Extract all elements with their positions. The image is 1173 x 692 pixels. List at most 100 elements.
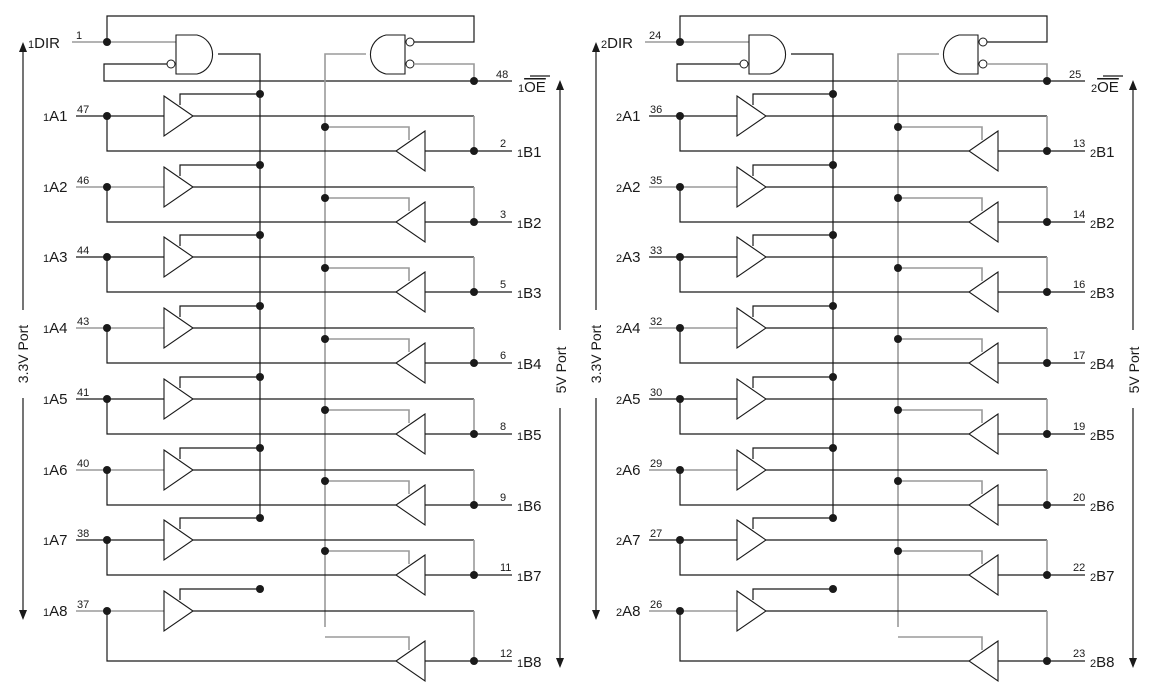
a-pin-number: 40 (77, 458, 89, 470)
b-prefix: 1 (517, 431, 523, 443)
oe-text: OE (524, 79, 546, 96)
junction-dot (1043, 218, 1051, 226)
buffer-a-to-b (163, 306, 194, 350)
b-prefix: 2 (1090, 572, 1096, 584)
a-port-label: 1A3 (43, 249, 67, 266)
b-prefix: 2 (1090, 658, 1096, 670)
oe-pin-number: 48 (496, 69, 508, 81)
a-port-label: 1A7 (43, 532, 67, 549)
b-pin-number: 9 (500, 492, 506, 504)
b-port-label: 2B4 (1090, 356, 1114, 373)
buffer-a-to-b (736, 235, 767, 279)
b-port-label: 1B2 (517, 215, 541, 232)
b-port-label: 1B3 (517, 285, 541, 302)
high-voltage-port-label: 5V Port (553, 347, 569, 394)
junction-dot (894, 477, 902, 485)
junction-dot (256, 444, 264, 452)
junction-dot (470, 147, 478, 155)
a-pin-number: 41 (77, 387, 89, 399)
junction-dot (1043, 147, 1051, 155)
enable-a-to-b (179, 305, 260, 317)
b-pin-number: 13 (1073, 138, 1085, 150)
and-gate-inverted-inputs (369, 34, 406, 75)
b-port-label: 1B1 (517, 144, 541, 161)
enable-b-to-a (898, 338, 983, 352)
enable-a-to-b (752, 305, 833, 317)
buffer-b-to-a (395, 639, 426, 683)
b-pin-number: 3 (500, 209, 506, 221)
a-port-label: 2A6 (616, 462, 640, 479)
a-name: A8 (622, 603, 640, 620)
b-port-label: 1B4 (517, 356, 541, 373)
b-port-label: 2B5 (1090, 427, 1114, 444)
enable-a-to-b (752, 376, 833, 388)
enable-a-to-b (179, 447, 260, 459)
buffer-b-to-a (395, 412, 426, 456)
enable-b-to-a (898, 636, 983, 650)
a-port-label: 1A2 (43, 179, 67, 196)
b-pin-number: 12 (500, 648, 512, 660)
a-port-label: 2A7 (616, 532, 640, 549)
b-port-label: 2B7 (1090, 568, 1114, 585)
b-to-a-return (106, 187, 396, 223)
b-to-a-return (106, 116, 396, 152)
junction-dot (1043, 359, 1051, 367)
enable-a-to-b (179, 588, 260, 600)
a-prefix: 2 (616, 536, 622, 548)
junction-dot (256, 585, 264, 593)
buffer-b-to-a (395, 483, 426, 527)
buffer-a-to-b (736, 518, 767, 562)
buffer-a-to-b (736, 448, 767, 492)
dir-prefix: 1 (28, 39, 34, 51)
a-pin-number: 33 (650, 245, 662, 257)
a-pin-number: 30 (650, 387, 662, 399)
junction-dot (829, 90, 837, 98)
enable-a-to-b (179, 517, 260, 529)
a-prefix: 2 (616, 466, 622, 478)
dir-prefix: 2 (601, 39, 607, 51)
b-to-a-return (679, 257, 969, 293)
buffer-a-to-b (163, 589, 194, 633)
b-pin-number: 17 (1073, 350, 1085, 362)
junction-dot (894, 335, 902, 343)
buffer-b-to-a (395, 270, 426, 314)
b-prefix: 1 (517, 360, 523, 372)
enable-a-to-b (179, 164, 260, 176)
arrow-down-icon (1129, 658, 1137, 668)
b-pin-number: 2 (500, 138, 506, 150)
inverter-bubble (166, 59, 176, 69)
b-port-label: 2B2 (1090, 215, 1114, 232)
oe-input-wire (987, 63, 1048, 81)
enable-b-to-a (325, 338, 410, 352)
junction-dot (321, 264, 329, 272)
b-to-a-return (679, 611, 969, 662)
a-prefix: 1 (43, 253, 49, 265)
b-name: B6 (1096, 498, 1114, 515)
arrow-up-icon (556, 80, 564, 90)
a-port-label: 2A2 (616, 179, 640, 196)
b-name: B2 (523, 215, 541, 232)
a-prefix: 2 (616, 607, 622, 619)
a-name: A1 (622, 108, 640, 125)
b-name: B1 (523, 144, 541, 161)
b-to-a-return (106, 611, 396, 662)
b-name: B8 (523, 654, 541, 671)
b-port-label: 2B3 (1090, 285, 1114, 302)
junction-dot (470, 571, 478, 579)
b-prefix: 1 (517, 502, 523, 514)
a-name: A5 (49, 391, 67, 408)
a-name: A2 (49, 179, 67, 196)
junction-dot (829, 585, 837, 593)
b-pin-number: 16 (1073, 279, 1085, 291)
b-to-a-return (679, 470, 969, 506)
a-pin-number: 38 (77, 528, 89, 540)
a-prefix: 2 (616, 183, 622, 195)
a-prefix: 1 (43, 324, 49, 336)
a-prefix: 1 (43, 183, 49, 195)
junction-dot (470, 657, 478, 665)
